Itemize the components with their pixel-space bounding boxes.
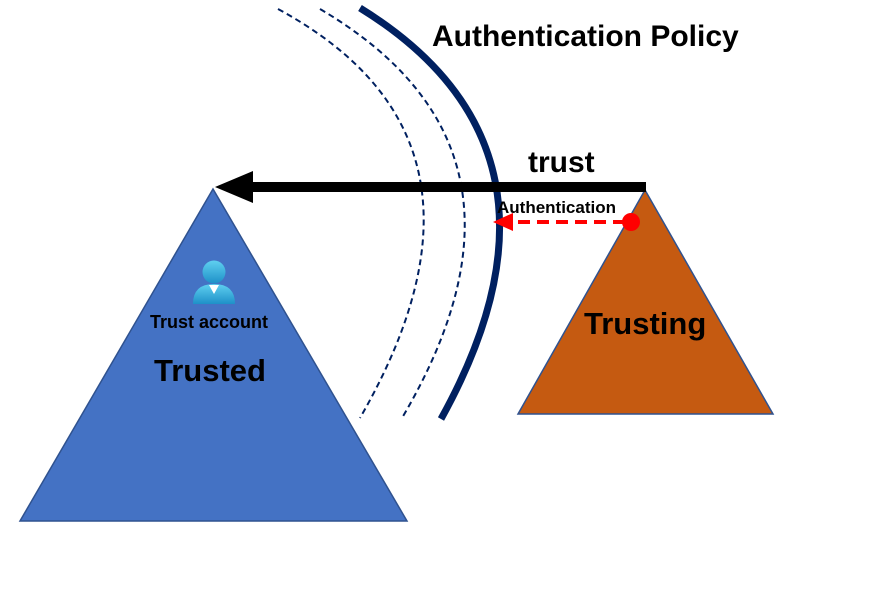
- policy-boundary-dashed-arc-outer: [277, 8, 425, 419]
- trusted-label: Trusted: [154, 353, 266, 388]
- trust-label: trust: [528, 146, 595, 179]
- trusted-domain-triangle: [18, 187, 409, 522]
- trust-arrow-head: [215, 171, 253, 203]
- trusting-label: Trusting: [584, 306, 706, 341]
- trust-account-label: Trust account: [150, 312, 268, 332]
- policy-boundary-solid-arc: [358, 5, 504, 421]
- authentication-label: Authentication: [497, 198, 616, 217]
- authentication-origin-dot: [622, 213, 640, 231]
- diagram-title: Authentication Policy: [432, 20, 739, 53]
- user-icon: [193, 260, 235, 304]
- policy-boundary-dashed-arc-inner: [319, 8, 466, 419]
- trusting-domain-triangle: [516, 188, 775, 415]
- authentication-arrow-head: [493, 213, 513, 231]
